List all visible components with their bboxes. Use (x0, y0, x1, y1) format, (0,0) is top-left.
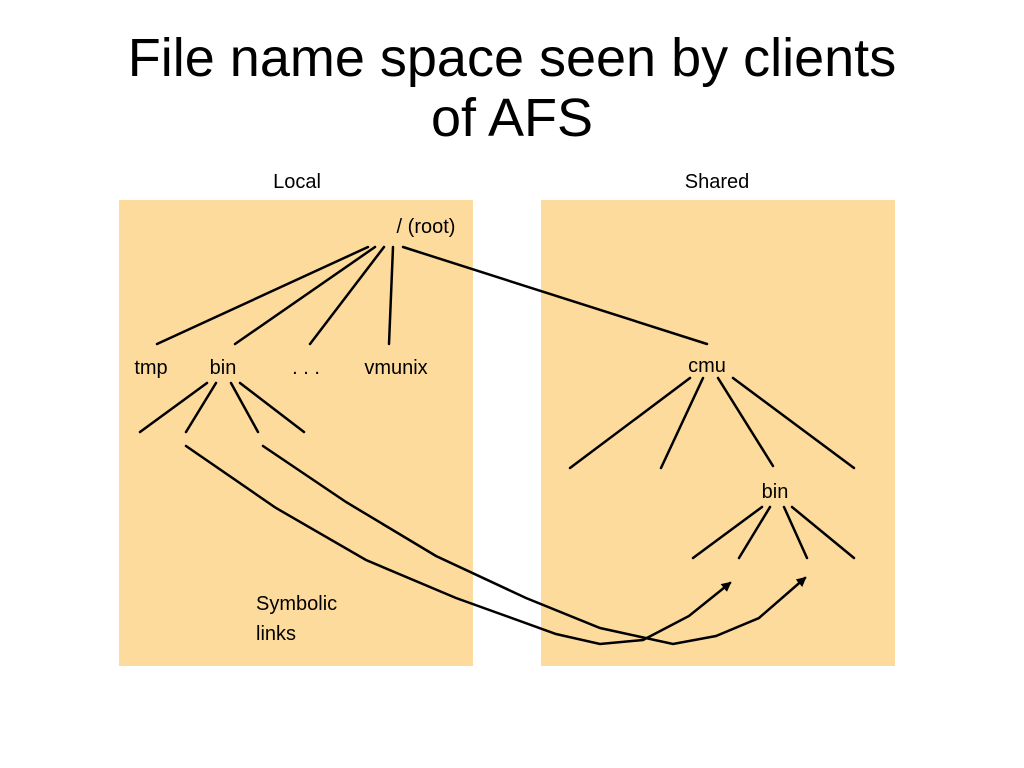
edge-localbin-child-2 (184, 381, 218, 434)
edge-sharedbin-child-2 (737, 505, 772, 560)
shared-panel (541, 200, 895, 666)
node-bin-local: bin (210, 357, 237, 379)
edge-localbin-child-1 (138, 381, 209, 434)
node-cmu: cmu (688, 355, 726, 377)
edge-cmu-child-4 (731, 376, 856, 470)
edge-localbin-child-4 (238, 381, 306, 434)
node-vmunix: vmunix (364, 357, 427, 379)
edge-cmu-bin (716, 376, 775, 468)
node-ellipsis: . . . (292, 357, 320, 379)
edge-root-bin (233, 245, 377, 346)
local-region-label: Local (273, 171, 321, 193)
node-tmp: tmp (134, 357, 167, 379)
edge-sharedbin-child-1 (691, 505, 764, 560)
edge-root-ellipsis (308, 245, 386, 346)
edge-localbin-child-3 (229, 381, 260, 434)
annotation-links: links (256, 623, 296, 645)
local-panel (119, 200, 473, 666)
slide-title: File name space seen by clients of AFS (0, 28, 1024, 148)
edge-cmu-child-2 (659, 376, 705, 470)
title-line-1: File name space seen by clients (127, 28, 897, 88)
shared-region-label: Shared (685, 171, 750, 193)
node-root: / (root) (397, 216, 456, 238)
title-line-2: of AFS (430, 88, 594, 148)
annotation-symbolic: Symbolic (256, 593, 337, 615)
symbolic-link-1 (184, 444, 732, 646)
edge-sharedbin-child-3 (782, 505, 809, 560)
node-bin-shared: bin (762, 481, 789, 503)
edge-root-vmunix (387, 245, 395, 346)
edge-root-tmp (155, 245, 370, 346)
edge-sharedbin-child-4 (790, 505, 856, 560)
edge-root-cmu (401, 245, 709, 346)
edge-cmu-child-1 (568, 376, 692, 470)
symbolic-link-2 (261, 444, 807, 646)
